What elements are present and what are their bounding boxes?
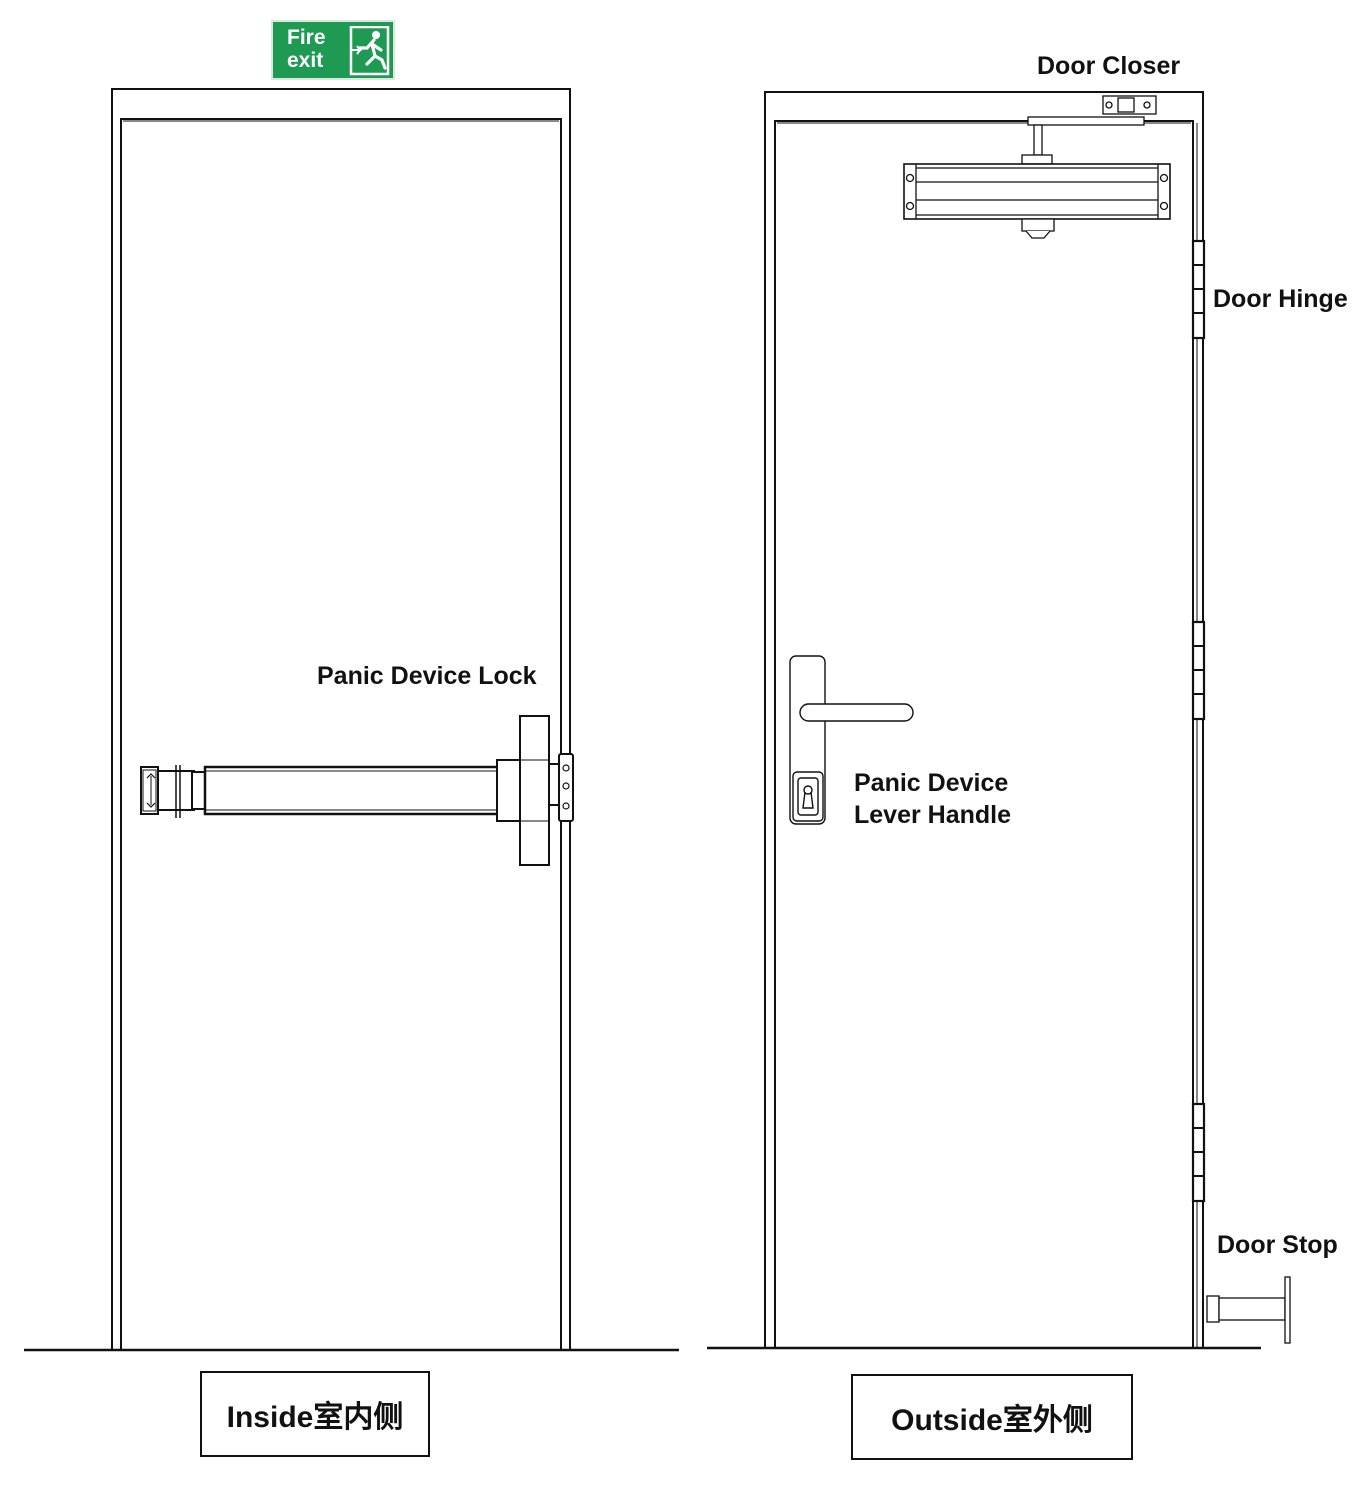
hinge-top	[1191, 239, 1206, 340]
door-closer	[903, 95, 1171, 239]
running-man-exit-icon	[349, 26, 390, 76]
fire-exit-sign: Fire exit	[271, 20, 395, 80]
label-door-closer: Door Closer	[1037, 52, 1181, 80]
label-panic-device-lever-handle-line1: Panic Device	[854, 769, 1009, 797]
fire-exit-sign-text: Fire exit	[287, 26, 326, 72]
caption-outside: Outside室外侧	[851, 1374, 1133, 1460]
label-door-stop: Door Stop	[1217, 1231, 1338, 1259]
hinge-bottom	[1191, 1102, 1206, 1203]
hinge-middle	[1191, 620, 1206, 721]
inside-door	[111, 88, 571, 1350]
lever-handle	[789, 655, 914, 825]
label-door-hinge: Door Hinge	[1213, 285, 1348, 313]
label-panic-device-lock: Panic Device Lock	[317, 662, 537, 690]
panic-bar	[140, 715, 574, 866]
caption-inside: Inside室内侧	[200, 1371, 430, 1457]
label-panic-device-lever-handle-line2: Lever Handle	[854, 801, 1012, 829]
door-stop	[1206, 1276, 1291, 1344]
